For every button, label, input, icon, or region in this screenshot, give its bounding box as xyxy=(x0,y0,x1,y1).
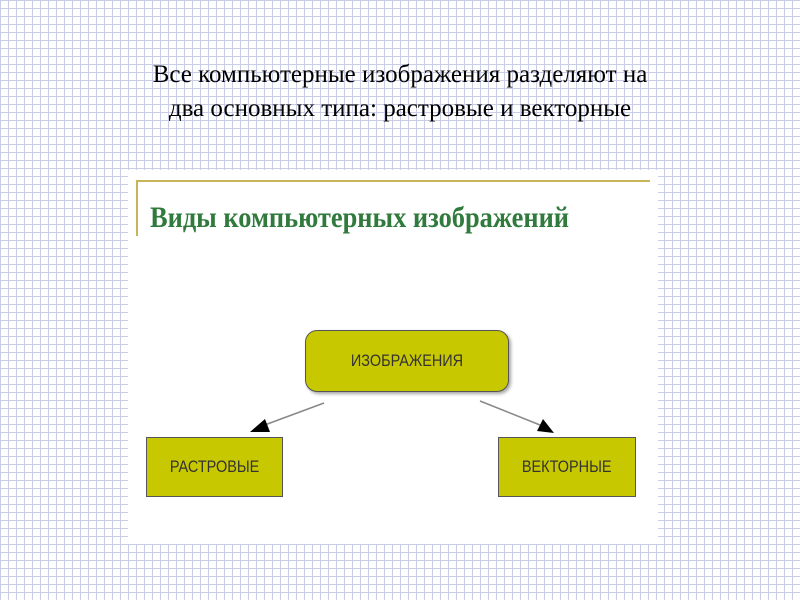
slide-title-line-2: два основных типа: растровые и векторные xyxy=(168,95,632,122)
slide-title: Все компьютерные изображения разделяют н… xyxy=(40,58,760,126)
slide-title-line-1: Все компьютерные изображения разделяют н… xyxy=(152,61,648,88)
node-raster-label: РАСТРОВЫЕ xyxy=(169,457,260,476)
figure-top-rule xyxy=(136,180,650,182)
figure-left-rule xyxy=(136,180,138,236)
diagram-heading: Виды компьютерных изображений xyxy=(150,201,570,234)
node-images-label: ИЗОБРАЖЕНИЯ xyxy=(350,351,464,370)
node-raster: РАСТРОВЫЕ xyxy=(146,437,283,497)
connector-line-right xyxy=(479,400,541,426)
connector-line-left xyxy=(261,402,325,427)
arrowhead-left-icon xyxy=(250,419,270,432)
diagram-connectors xyxy=(250,400,554,433)
node-vector-label: ВЕКТОРНЫЕ xyxy=(522,457,612,476)
node-vector: ВЕКТОРНЫЕ xyxy=(498,437,636,497)
diagram-figure: Виды компьютерных изображений ИЗОБРАЖЕНИ… xyxy=(128,170,658,544)
node-images: ИЗОБРАЖЕНИЯ xyxy=(305,330,509,392)
arrowhead-right-icon xyxy=(537,419,554,433)
